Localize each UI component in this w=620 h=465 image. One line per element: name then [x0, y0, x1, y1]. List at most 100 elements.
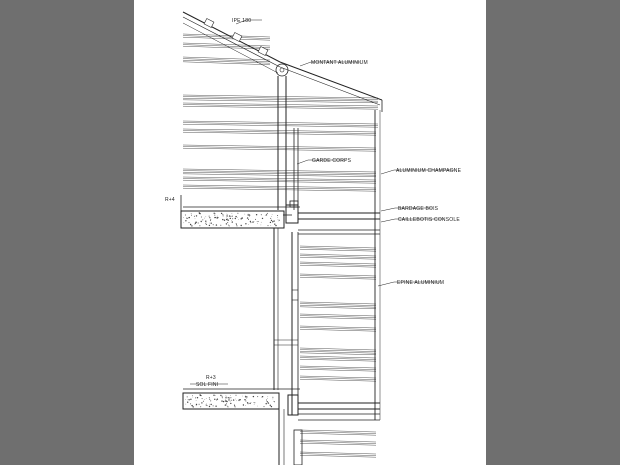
concrete-aggregate — [216, 215, 218, 217]
concrete-aggregate — [198, 403, 200, 405]
label-r4: R+4 — [165, 197, 175, 203]
concrete-aggregate — [225, 395, 226, 397]
facade-frame — [374, 110, 381, 420]
concrete-aggregate — [230, 397, 232, 399]
concrete-aggregate — [197, 222, 199, 224]
concrete-aggregate — [257, 396, 259, 398]
louvre-line — [299, 357, 377, 360]
concrete-aggregate — [226, 406, 228, 407]
concrete-aggregate — [249, 220, 252, 223]
louvre-line — [182, 144, 377, 149]
louvre-line — [299, 256, 377, 260]
label-garde-corps: GARDE CORPS — [312, 158, 352, 164]
concrete-aggregate — [187, 401, 189, 403]
louvre-line — [299, 316, 377, 320]
concrete-aggregate — [234, 406, 236, 408]
concrete-aggregate — [217, 216, 219, 219]
concrete-aggregate — [241, 217, 243, 219]
concrete-aggregate — [187, 217, 189, 219]
concrete-aggregate — [224, 400, 226, 402]
concrete-aggregate — [229, 397, 231, 399]
concrete-aggregate — [225, 223, 228, 225]
louvre-line — [299, 377, 377, 380]
concrete-aggregate — [208, 215, 210, 217]
concrete-aggregate — [231, 221, 233, 223]
concrete-aggregate — [226, 217, 227, 219]
louvre-line — [182, 105, 379, 110]
concrete-aggregate — [214, 216, 216, 219]
concrete-aggregate — [237, 212, 239, 214]
concrete-aggregate — [227, 219, 229, 221]
concrete-aggregate — [270, 217, 272, 219]
louvre-line — [299, 325, 377, 329]
concrete-aggregate — [209, 220, 211, 222]
slab-r4-hatch — [183, 212, 280, 227]
louvre-line — [299, 304, 377, 308]
concrete-aggregate — [277, 220, 279, 222]
concrete-aggregate — [200, 216, 202, 218]
concrete-aggregate — [215, 224, 218, 226]
concrete-aggregate — [269, 221, 272, 224]
concrete-aggregate — [204, 217, 205, 219]
concrete-aggregate — [253, 404, 255, 405]
concrete-aggregate — [266, 399, 267, 401]
concrete-aggregate — [194, 218, 196, 220]
concrete-aggregate — [222, 215, 224, 217]
louvre-line — [182, 146, 377, 150]
concrete-aggregate — [235, 394, 237, 396]
louvre-line — [299, 441, 377, 444]
label-montant: MONTANT ALUMINIUM — [311, 60, 368, 66]
concrete-aggregate — [201, 398, 203, 400]
annotations: IPE 180 MONTANT ALUMINIUM ALUMINIUM CHAM… — [165, 18, 461, 388]
concrete-aggregate — [210, 400, 212, 402]
louvre-line — [299, 432, 377, 436]
concrete-aggregate — [227, 397, 229, 399]
concrete-aggregate — [206, 224, 208, 225]
concrete-aggregate — [221, 395, 223, 397]
concrete-aggregate — [199, 394, 201, 396]
concrete-aggregate — [183, 222, 185, 224]
louvre-line — [182, 123, 379, 128]
concrete-aggregate — [271, 214, 273, 215]
concrete-aggregate — [240, 224, 242, 227]
concrete-aggregate — [261, 396, 264, 398]
concrete-aggregate — [261, 217, 264, 220]
concrete-aggregate — [255, 214, 258, 216]
label-epine: EPINE ALUMINIUM — [397, 280, 444, 286]
louvre-line — [299, 306, 377, 310]
concrete-aggregate — [274, 401, 275, 403]
concrete-aggregate — [236, 400, 237, 402]
concrete-aggregate — [274, 223, 276, 225]
concrete-aggregate — [189, 399, 191, 400]
concrete-aggregate — [190, 213, 192, 214]
louvre-line — [182, 130, 377, 134]
louvre-line — [182, 131, 377, 136]
concrete-aggregate — [227, 406, 229, 408]
label-caillebotis: CAILLEBOTIS CONSOLE — [398, 217, 460, 223]
concrete-aggregate — [220, 224, 222, 226]
slab-r4 — [180, 195, 300, 229]
concrete-aggregate — [275, 224, 277, 227]
concrete-aggregate — [260, 221, 262, 223]
concrete-aggregate — [228, 225, 230, 227]
concrete-aggregate — [220, 212, 223, 215]
louvre-line — [299, 454, 377, 458]
louvre-line — [299, 273, 377, 277]
louvre-line — [299, 315, 377, 318]
louvre-line — [299, 367, 377, 370]
concrete-aggregate — [242, 395, 243, 397]
concrete-aggregate — [270, 219, 273, 222]
concrete-aggregate — [210, 218, 212, 220]
concrete-aggregate — [246, 217, 249, 219]
concrete-aggregate — [277, 216, 278, 218]
concrete-aggregate — [183, 217, 184, 218]
concrete-aggregate — [191, 225, 193, 227]
concrete-aggregate — [236, 225, 238, 227]
concrete-aggregate — [201, 402, 203, 404]
concrete-aggregate — [195, 405, 197, 407]
concrete-aggregate — [235, 398, 236, 400]
concrete-aggregate — [221, 397, 223, 399]
concrete-aggregate — [205, 222, 207, 223]
concrete-aggregate — [249, 402, 251, 405]
